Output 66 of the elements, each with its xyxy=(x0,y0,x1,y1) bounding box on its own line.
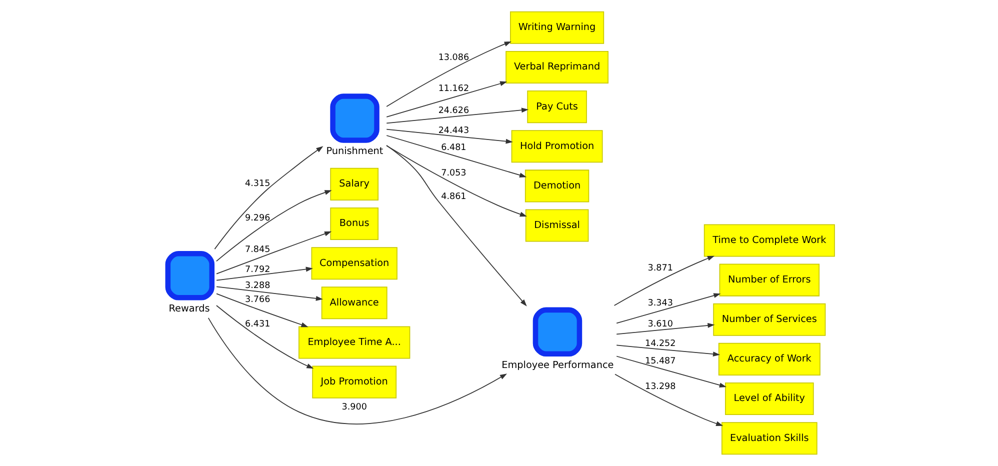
arrow xyxy=(386,128,513,144)
arrow xyxy=(386,81,508,118)
arrow xyxy=(216,190,332,262)
node-box xyxy=(532,307,582,357)
edge-label: 7.053 xyxy=(441,168,466,178)
edge-label: 7.845 xyxy=(245,244,270,255)
node-box: Demotion xyxy=(524,170,590,202)
node-box: Number of Errors xyxy=(719,264,820,296)
node-box: Pay Cuts xyxy=(527,90,587,124)
node-box: Job Promotion xyxy=(312,366,397,398)
node-box: Hold Promotion xyxy=(511,130,603,163)
edge-label: 3.900 xyxy=(342,402,367,412)
node-label: Rewards xyxy=(168,304,210,315)
arrow xyxy=(216,231,332,274)
node-box: Evaluation Skills xyxy=(721,422,818,455)
edge-label: 9.296 xyxy=(245,213,270,224)
edge-label: 3.288 xyxy=(245,280,270,291)
edge-label: 4.861 xyxy=(441,192,466,202)
node-box: Accuracy of Work xyxy=(718,342,820,376)
node-box: Verbal Reprimand xyxy=(506,50,608,84)
arrow xyxy=(616,323,715,335)
arrow xyxy=(216,286,323,301)
node-label: Employee Performance xyxy=(502,360,614,371)
arrow xyxy=(216,305,314,369)
node-box: Number of Services xyxy=(713,303,826,336)
edge-label: 14.252 xyxy=(645,339,676,349)
arrow xyxy=(216,293,308,328)
edge-label: 3.871 xyxy=(648,263,673,274)
arrow xyxy=(616,344,720,357)
arrow xyxy=(208,318,508,424)
edge-label: 24.443 xyxy=(438,126,470,136)
edge-label: 24.626 xyxy=(438,106,470,116)
node-box: Time to Complete Work xyxy=(704,224,835,257)
edge-label: 7.792 xyxy=(245,265,270,276)
node-box xyxy=(165,251,215,300)
node-box: Compensation xyxy=(311,247,398,280)
arrow xyxy=(216,266,313,281)
node-box: Dismissal xyxy=(525,209,589,242)
node-label: Punishment xyxy=(326,146,384,158)
edge-label: 4.315 xyxy=(245,178,270,189)
node-box: Level of Ability xyxy=(725,382,814,416)
edge-label: 13.298 xyxy=(645,382,676,392)
node-box: Writing Warning xyxy=(510,11,604,44)
arrow xyxy=(386,135,527,178)
node-box: Allowance xyxy=(321,286,388,320)
edge-label: 15.487 xyxy=(645,356,676,367)
edge-label: 3.343 xyxy=(648,298,673,309)
arrow xyxy=(386,144,527,306)
edge-label: 11.162 xyxy=(438,84,470,94)
arrow xyxy=(614,256,715,306)
node-box: Salary xyxy=(330,168,379,200)
arrow xyxy=(614,374,724,426)
edge-label: 6.431 xyxy=(245,320,270,330)
edge-label: 6.481 xyxy=(441,142,466,153)
edge-label: 13.086 xyxy=(438,53,470,64)
arrow xyxy=(386,145,527,217)
arrow xyxy=(616,356,726,388)
arrow xyxy=(214,146,324,250)
node-box: Employee Time A... xyxy=(298,326,410,359)
edge-label: 3.610 xyxy=(648,320,673,330)
node-box xyxy=(330,94,380,143)
node-box: Bonus xyxy=(330,208,379,240)
edge-label: 3.766 xyxy=(245,295,270,306)
arrow xyxy=(386,108,529,124)
arrow xyxy=(616,293,721,324)
arrow xyxy=(386,41,512,107)
